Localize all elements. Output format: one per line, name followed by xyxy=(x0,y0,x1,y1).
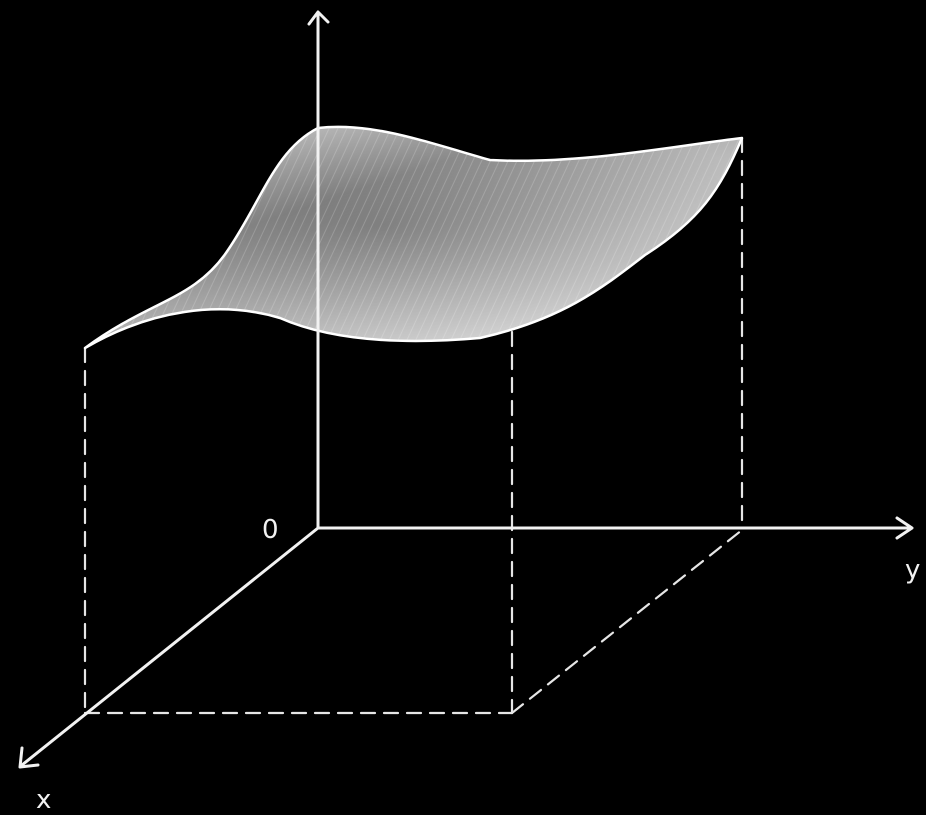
y-axis-arrowhead xyxy=(895,516,914,540)
x-axis-arrowhead xyxy=(18,746,40,769)
surface xyxy=(83,125,744,350)
y-axis-label: y xyxy=(905,555,920,585)
x-axis xyxy=(20,526,320,767)
surface-outline xyxy=(83,125,744,350)
origin-label: 0 xyxy=(262,515,279,545)
projection-base-diagonal xyxy=(510,528,744,715)
surface-texture xyxy=(85,126,742,348)
x-axis-label: x xyxy=(36,785,51,815)
axes xyxy=(18,10,914,769)
projection-lines xyxy=(83,136,744,715)
z-axis-arrowhead xyxy=(307,10,330,26)
